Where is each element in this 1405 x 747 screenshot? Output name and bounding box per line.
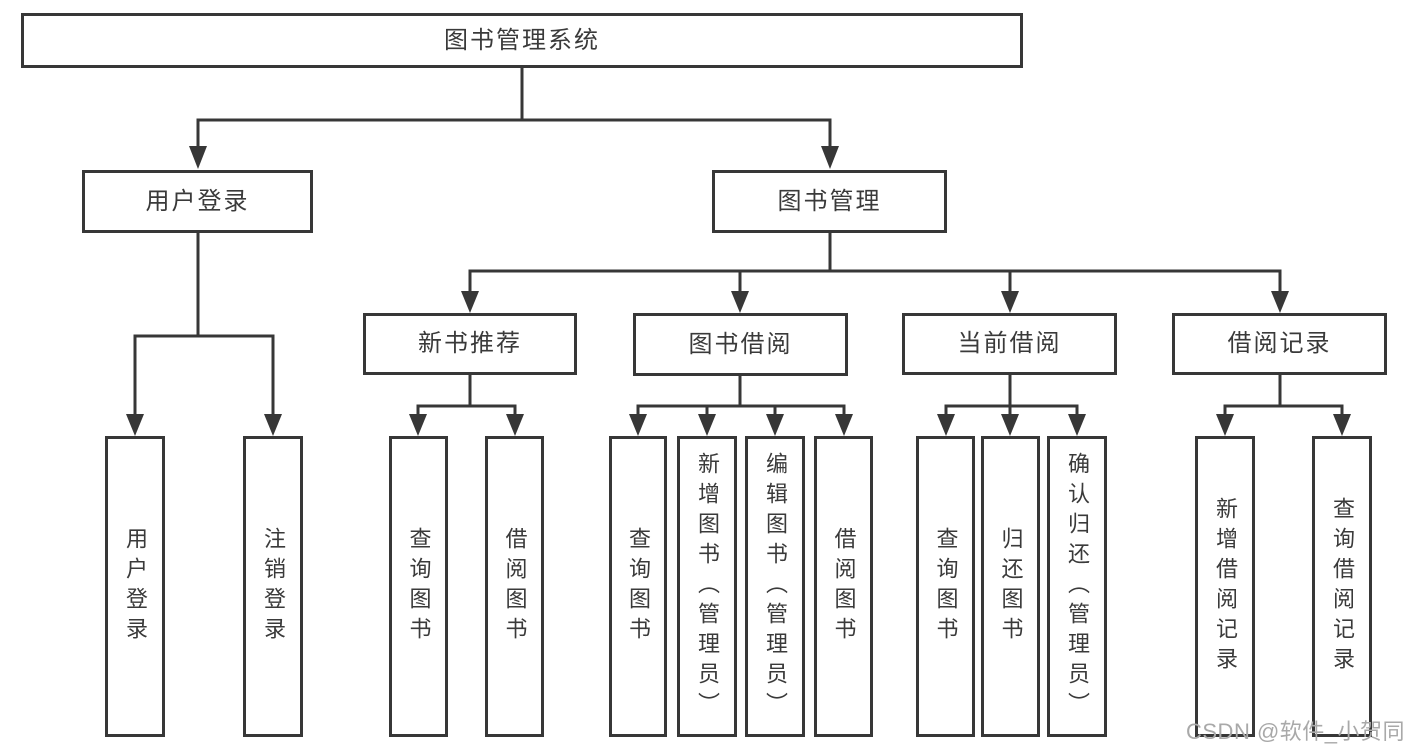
arrow-down-icon [189,146,207,169]
arrow-down-icon [506,414,524,436]
connector-line [196,118,832,146]
node-label: 当前借阅 [957,330,1062,357]
leaf-label: 查询借阅记录 [1330,496,1355,677]
arrow-down-icon [835,414,853,436]
leaf-newbook-query-books: 查询图书 [389,436,448,737]
arrow-down-icon [461,291,479,313]
arrow-down-icon [1068,414,1086,436]
leaf-label: 查询图书 [406,526,432,647]
connector-line [1223,404,1344,416]
node-new-book-recommendation: 新书推荐 [363,313,577,375]
connector-line [416,404,517,416]
leaf-borrowing-add-books-admin: 新增图书（管理员） [677,436,737,737]
arrow-down-icon [629,414,647,436]
node-user-login: 用户登录 [82,170,313,233]
leaf-borrowing-edit-books-admin: 编辑图书（管理员） [745,436,805,737]
arrow-down-icon [821,146,839,169]
leaf-label: 查询图书 [933,526,959,647]
node-borrowing-records: 借阅记录 [1172,313,1387,375]
leaf-records-query-borrow-record: 查询借阅记录 [1312,436,1372,737]
arrow-down-icon [698,414,716,436]
arrow-down-icon [1001,414,1019,436]
arrow-down-icon [731,291,749,313]
leaf-user-login: 用户登录 [105,436,165,737]
leaf-label: 查询图书 [626,526,651,647]
leaf-borrowing-query-books: 查询图书 [609,436,667,737]
arrow-down-icon [766,414,784,436]
arrow-down-icon [126,414,144,436]
csdn-watermark: CSDN @软件_小贺同学 [1186,719,1405,744]
leaf-label: 归还图书 [998,526,1024,647]
leaf-records-add-borrow-record: 新增借阅记录 [1195,436,1255,737]
arrow-down-icon [1271,291,1289,313]
node-library-management-system: 图书管理系统 [21,13,1023,68]
arrow-down-icon [1216,414,1234,436]
node-label: 图书借阅 [688,330,793,358]
leaf-label: 新增图书（管理员） [695,451,720,722]
node-label: 图书管理 [777,187,882,215]
leaf-label: 用户登录 [123,526,148,647]
connector-line [133,334,275,414]
leaf-current-confirm-return-admin: 确认归还（管理员） [1047,436,1107,737]
node-current-borrowing: 当前借阅 [902,313,1117,375]
arrow-down-icon [1333,414,1351,436]
node-label: 借阅记录 [1227,330,1332,357]
connector-line [636,404,846,416]
leaf-label: 注销登录 [261,526,286,647]
leaf-current-return-books: 归还图书 [981,436,1040,737]
leaf-label: 编辑图书（管理员） [763,451,788,722]
leaf-label: 借阅图书 [831,526,857,647]
connector-line [944,404,1079,416]
node-book-management: 图书管理 [712,170,947,233]
node-label: 图书管理系统 [444,26,600,54]
leaf-label: 确认归还（管理员） [1065,451,1090,722]
leaf-label: 新增借阅记录 [1213,496,1238,677]
arrow-down-icon [1001,291,1019,313]
arrow-down-icon [937,414,955,436]
leaf-logout: 注销登录 [243,436,303,737]
connector-line [468,269,1282,292]
leaf-newbook-borrow-books: 借阅图书 [485,436,544,737]
node-book-borrowing: 图书借阅 [633,313,848,376]
leaf-borrowing-borrow-books: 借阅图书 [814,436,873,737]
node-label: 用户登录 [145,187,250,215]
arrow-down-icon [409,414,427,436]
leaf-label: 借阅图书 [502,526,528,647]
leaf-current-query-books: 查询图书 [916,436,975,737]
node-label: 新书推荐 [418,330,522,357]
arrow-down-icon [264,414,282,436]
